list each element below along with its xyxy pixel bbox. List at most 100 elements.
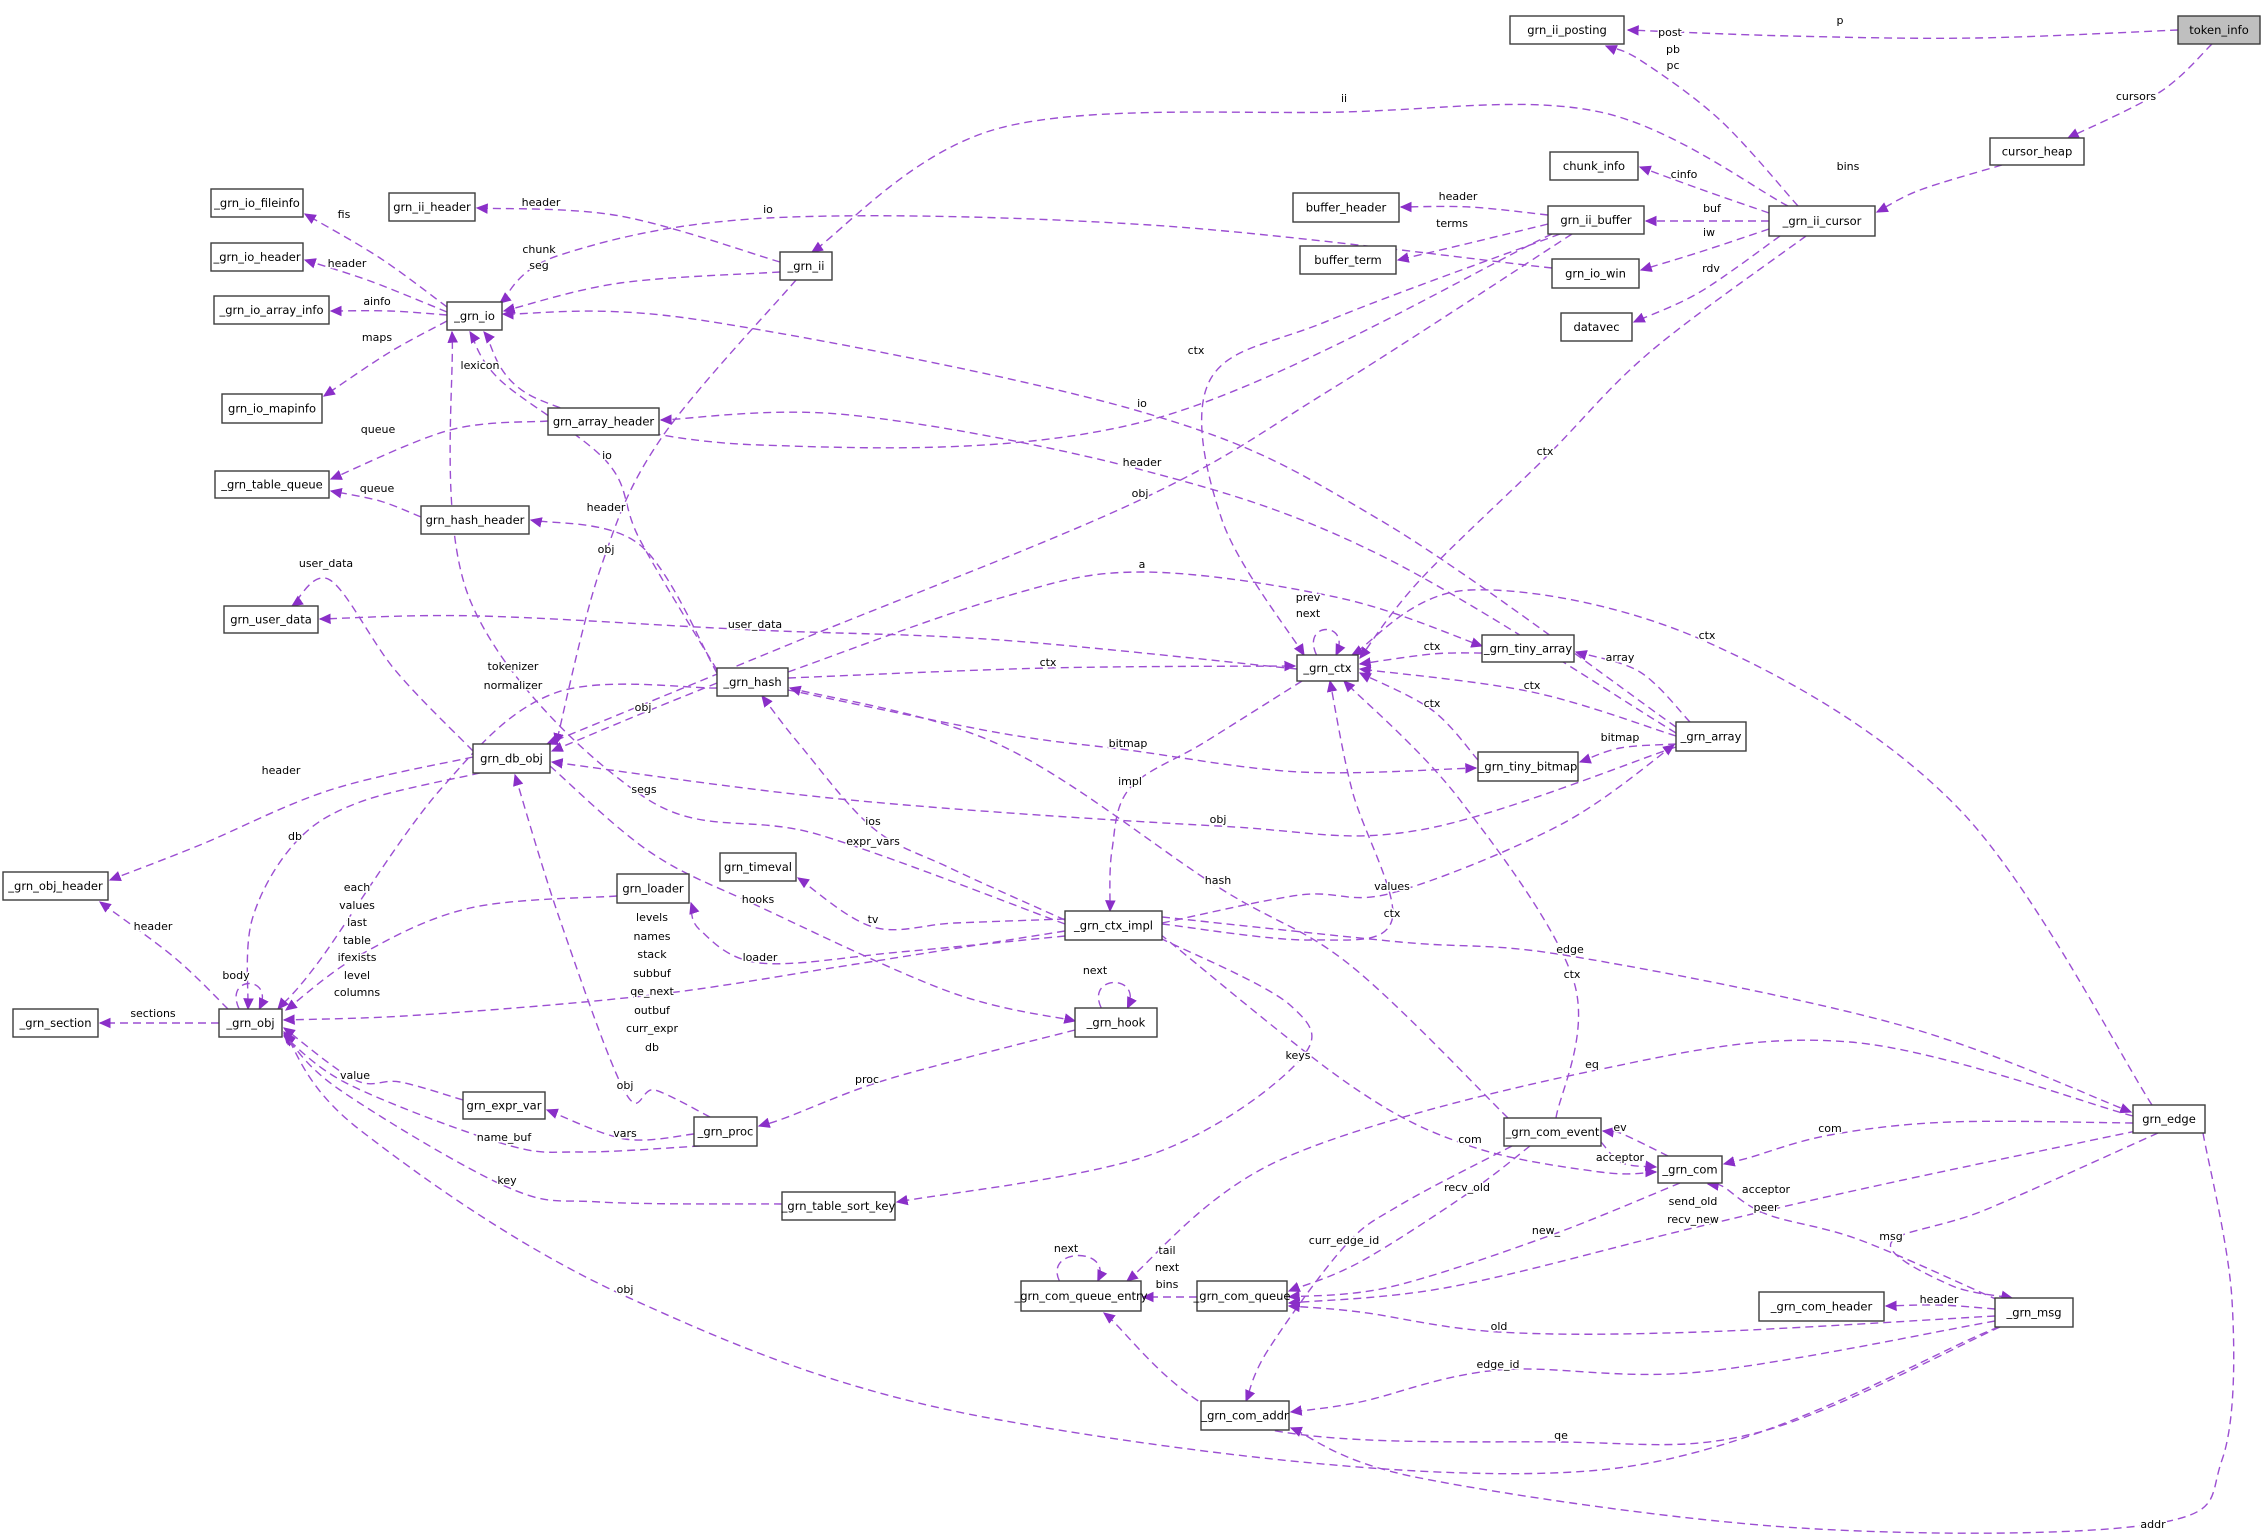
node-grn_timeval[interactable]: grn_timeval	[719, 852, 797, 882]
edge-_grn_ii_cursor--_grn_ii	[810, 103, 1789, 253]
edge-_grn_array--_grn_tiny_bitmap	[1578, 743, 1677, 764]
node-grn_io_mapinfo[interactable]: grn_io_mapinfo	[221, 393, 323, 424]
node-_grn_ii_cursor[interactable]: _grn_ii_cursor	[1768, 205, 1876, 237]
edge-grn_edge--_grn_msg	[1889, 1132, 2159, 1301]
edge-label-a: a	[1139, 558, 1146, 571]
edge-label-expr_vars: expr_vars	[846, 835, 900, 848]
edge-label-acceptor: acceptor	[1742, 1183, 1791, 1196]
edge-label-segs: segs	[631, 783, 656, 796]
node-grn_loader[interactable]: grn_loader	[616, 873, 690, 904]
node-_grn_com_addr[interactable]: _grn_com_addr	[1200, 1400, 1290, 1431]
edge-label-qe: qe	[1554, 1429, 1568, 1442]
node-_grn_tiny_bitmap[interactable]: _grn_tiny_bitmap	[1477, 751, 1579, 782]
edge-grn_ii_buffer--buffer_term	[1396, 223, 1549, 263]
edge-label-io: io	[602, 449, 612, 462]
node-label: buffer_header	[1306, 201, 1387, 215]
node-token_info[interactable]: token_info	[2177, 15, 2261, 45]
node-grn_edge[interactable]: grn_edge	[2132, 1104, 2206, 1134]
node-buffer_term[interactable]: buffer_term	[1299, 245, 1397, 275]
node-label: _grn_ii	[786, 259, 824, 273]
node-label: grn_loader	[622, 882, 684, 896]
edge-label-ctx: ctx	[1040, 656, 1057, 669]
edge-label-acceptor: acceptor	[1596, 1151, 1645, 1164]
edge-label-edge_id: edge_id	[1476, 1358, 1519, 1371]
edge-_grn_hash--_grn_tiny_bitmap	[787, 689, 1478, 774]
node-_grn_table_queue[interactable]: _grn_table_queue	[214, 470, 330, 499]
edge-_grn_array--_grn_io	[501, 309, 1677, 728]
edge-_grn_com_event--_grn_com	[1600, 1141, 1658, 1172]
edge-label-io: io	[763, 203, 773, 216]
node-_grn_io_header[interactable]: _grn_io_header	[210, 242, 304, 272]
node-label: _grn_hook	[1086, 1016, 1146, 1030]
edge-label-ctx: ctx	[1384, 907, 1401, 920]
node-_grn_section[interactable]: _grn_section	[12, 1008, 99, 1038]
node-label: grn_timeval	[724, 860, 792, 874]
edge-grn_edge--_grn_ctx	[1350, 589, 2153, 1106]
edge-label-ctx: ctx	[1424, 697, 1441, 710]
node-_grn_ii[interactable]: _grn_ii	[779, 251, 833, 281]
node-_grn_hook[interactable]: _grn_hook	[1074, 1007, 1158, 1038]
edge-label-vars: vars	[613, 1127, 637, 1140]
node-_grn_com[interactable]: _grn_com	[1657, 1155, 1723, 1184]
node-label: _grn_io_array_info	[218, 303, 323, 317]
edge-label-seg: seg	[529, 259, 548, 272]
edge-label-hooks: hooks	[742, 893, 775, 906]
node-label: _grn_ctx	[1302, 661, 1351, 675]
edge-_grn_array--grn_db_obj	[550, 746, 1677, 837]
node-chunk_info[interactable]: chunk_info	[1549, 151, 1639, 181]
edge-label-qe_next: qe_next	[630, 985, 674, 998]
node-_grn_com_event[interactable]: _grn_com_event	[1503, 1117, 1602, 1147]
node-label: _grn_table_sort_key	[781, 1199, 896, 1213]
node-grn_expr_var[interactable]: grn_expr_var	[462, 1091, 546, 1120]
edge-label-db: db	[645, 1041, 659, 1054]
node-cursor_heap[interactable]: cursor_heap	[1989, 137, 2085, 166]
node-_grn_com_queue_entry[interactable]: _grn_com_queue_entry	[1013, 1280, 1148, 1312]
node-grn_ii_header[interactable]: grn_ii_header	[388, 192, 476, 222]
edge-grn_array_header--_grn_table_queue	[329, 420, 549, 480]
node-datavec[interactable]: datavec	[1560, 312, 1633, 342]
node-_grn_proc[interactable]: _grn_proc	[693, 1116, 758, 1147]
node-grn_hash_header[interactable]: grn_hash_header	[420, 505, 530, 535]
node-grn_db_obj[interactable]: grn_db_obj	[472, 743, 551, 774]
edge-grn_ii_buffer--_grn_ctx	[1200, 233, 1561, 657]
node-_grn_obj[interactable]: _grn_obj	[218, 1008, 283, 1038]
edge-_grn_hook--_grn_hook	[1098, 981, 1137, 1010]
edge-grn_ii_buffer--grn_db_obj	[545, 233, 1573, 745]
edge-label-next: next	[1083, 964, 1108, 977]
edge-_grn_tiny_array--_grn_ctx	[1358, 652, 1483, 668]
node-_grn_obj_header[interactable]: _grn_obj_header	[2, 871, 109, 901]
edge-_grn_hash--_grn_io	[469, 330, 718, 671]
node-_grn_array[interactable]: _grn_array	[1675, 721, 1747, 752]
edge-label-ev: ev	[1613, 1121, 1627, 1134]
node-_grn_msg[interactable]: _grn_msg	[1994, 1297, 2074, 1328]
edge-label-tokenizer: tokenizer	[488, 660, 539, 673]
edge-_grn_ii_cursor--_grn_ctx	[1359, 235, 1807, 659]
edge-_grn_ii_cursor--grn_io_win	[1639, 228, 1770, 272]
edge-_grn_hash--_grn_tiny_array	[787, 571, 1484, 673]
node-label: _grn_proc	[697, 1125, 754, 1139]
node-_grn_ctx[interactable]: _grn_ctx	[1296, 654, 1359, 682]
edge-_grn_msg--_grn_com_header	[1884, 1300, 1996, 1312]
node-_grn_tiny_array[interactable]: _grn_tiny_array	[1481, 634, 1575, 663]
edge-_grn_ii--grn_db_obj	[553, 279, 797, 746]
edge-label-new_: new_	[1532, 1224, 1561, 1237]
node-grn_ii_posting[interactable]: grn_ii_posting	[1509, 15, 1625, 45]
node-_grn_hash[interactable]: _grn_hash	[716, 667, 789, 697]
node-grn_user_data[interactable]: grn_user_data	[223, 605, 319, 634]
node-_grn_table_sort_key[interactable]: _grn_table_sort_key	[781, 1191, 896, 1221]
node-_grn_com_queue[interactable]: _grn_com_queue	[1193, 1280, 1291, 1312]
edge-grn_ii_buffer--_grn_io	[483, 233, 1553, 449]
node-label: _grn_com_event	[1505, 1125, 1600, 1139]
edge-label-obj: obj	[1132, 487, 1149, 500]
node-grn_array_header[interactable]: grn_array_header	[547, 407, 660, 436]
node-_grn_io_array_info[interactable]: _grn_io_array_info	[213, 295, 330, 325]
edge-label-post: post	[1658, 26, 1682, 39]
node-_grn_com_header[interactable]: _grn_com_header	[1758, 1291, 1885, 1322]
node-_grn_io_fileinfo[interactable]: _grn_io_fileinfo	[210, 188, 304, 218]
node-buffer_header[interactable]: buffer_header	[1292, 192, 1400, 223]
node-_grn_ctx_impl[interactable]: _grn_ctx_impl	[1064, 910, 1163, 941]
node-_grn_io[interactable]: _grn_io	[446, 301, 503, 331]
node-grn_io_win[interactable]: grn_io_win	[1551, 258, 1640, 289]
node-grn_ii_buffer[interactable]: grn_ii_buffer	[1547, 205, 1645, 235]
edge-label-ainfo: ainfo	[363, 295, 391, 308]
